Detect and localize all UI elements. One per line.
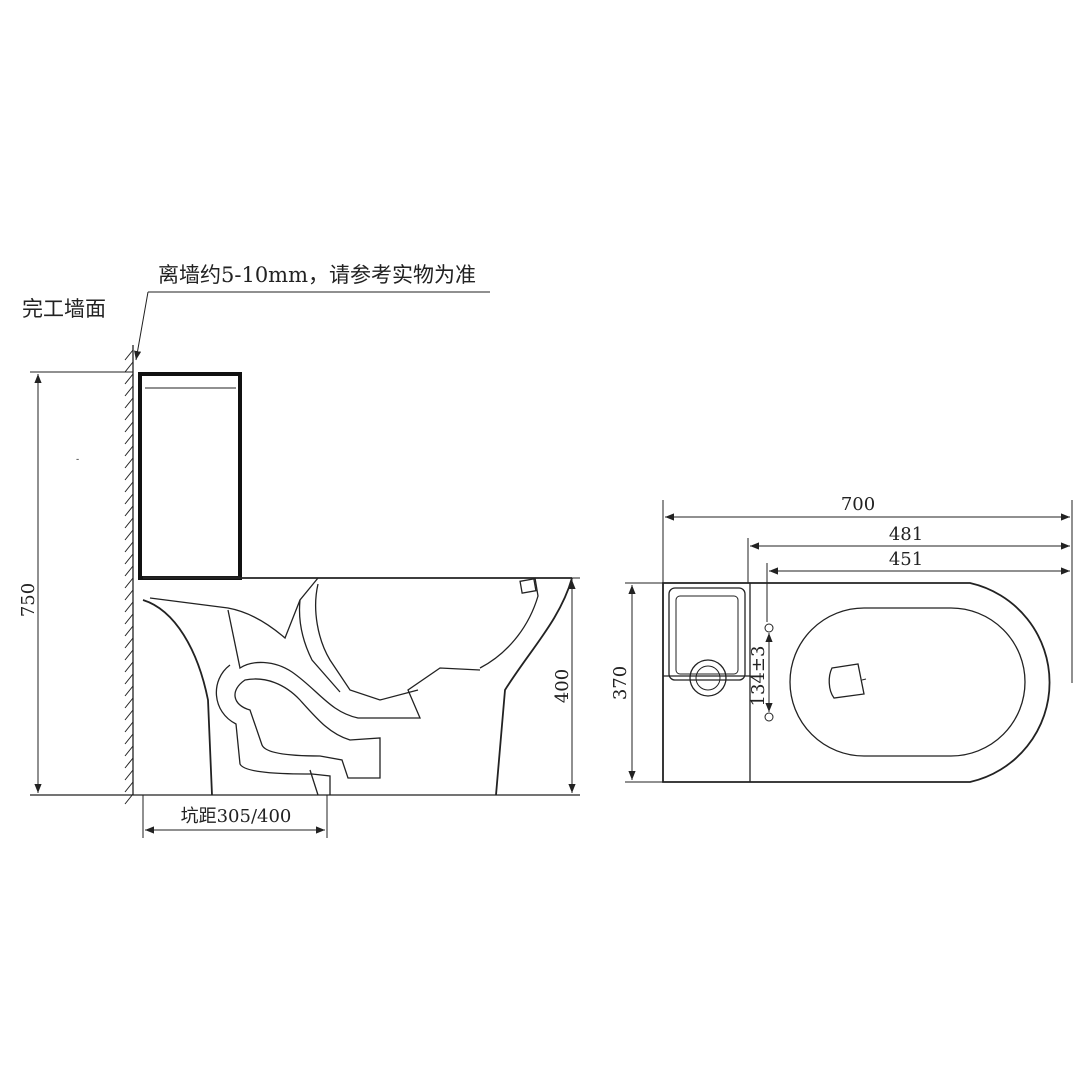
width-370-label: 370 bbox=[610, 666, 631, 700]
height-400-label: 400 bbox=[552, 669, 573, 703]
height-750-dimension: 750 bbox=[18, 371, 133, 793]
finished-wall-label: 完工墙面 bbox=[22, 297, 106, 321]
wall-gap-note: 离墙约5-10mm，请参考实物为准 bbox=[158, 263, 476, 287]
finished-wall bbox=[124, 345, 134, 805]
length-451-dimension: 451 bbox=[766, 549, 1070, 622]
toilet-top-view bbox=[662, 582, 1051, 783]
height-750-label: 750 bbox=[18, 583, 39, 617]
length-481-label: 481 bbox=[889, 524, 923, 545]
width-370-dimension: 370 bbox=[610, 582, 663, 783]
height-400-dimension: 400 bbox=[540, 577, 580, 793]
rough-in-dimension: 坑距305/400 bbox=[142, 795, 328, 838]
length-700-label: 700 bbox=[841, 494, 875, 515]
wall-gap-leader bbox=[134, 291, 149, 361]
rough-in-label: 坑距305/400 bbox=[181, 806, 292, 827]
toilet-bowl-side bbox=[142, 577, 573, 796]
tank bbox=[138, 372, 242, 580]
hole-spacing-dimension: 134±3 bbox=[748, 633, 773, 712]
length-700-dimension: 700 bbox=[662, 494, 1073, 683]
length-451-label: 451 bbox=[889, 549, 923, 570]
length-481-dimension: 481 bbox=[747, 524, 1070, 583]
hole-spacing-label: 134±3 bbox=[748, 646, 769, 707]
stray-mark: ˗ bbox=[76, 454, 79, 465]
